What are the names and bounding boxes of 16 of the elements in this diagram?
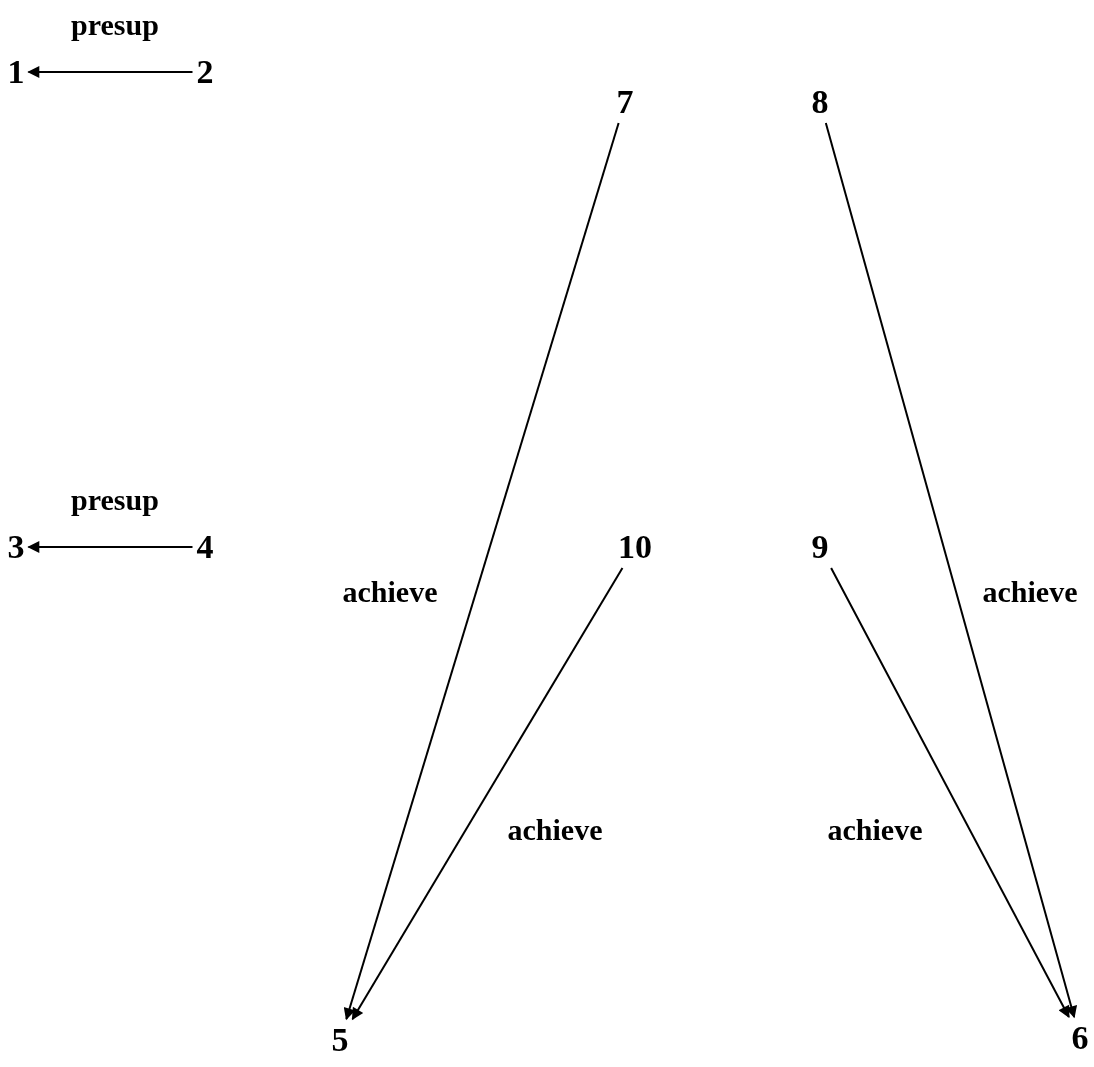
arrow (27, 541, 194, 553)
node-number: 3 (7, 530, 25, 564)
node-number: 1 (7, 55, 25, 89)
node-number: 5 (331, 1023, 349, 1057)
node-number: 2 (196, 55, 214, 89)
node-number: 6 (1071, 1021, 1089, 1055)
node-number: 9 (811, 530, 829, 564)
node-number: 7 (616, 85, 634, 119)
node-number: 4 (196, 530, 214, 564)
arrow (351, 567, 624, 1021)
arrow (27, 66, 194, 78)
arrow (830, 567, 1070, 1019)
node-number: 10 (618, 530, 652, 564)
arrow (824, 122, 1078, 1019)
node-number: 8 (811, 85, 829, 119)
arrow (343, 122, 620, 1021)
